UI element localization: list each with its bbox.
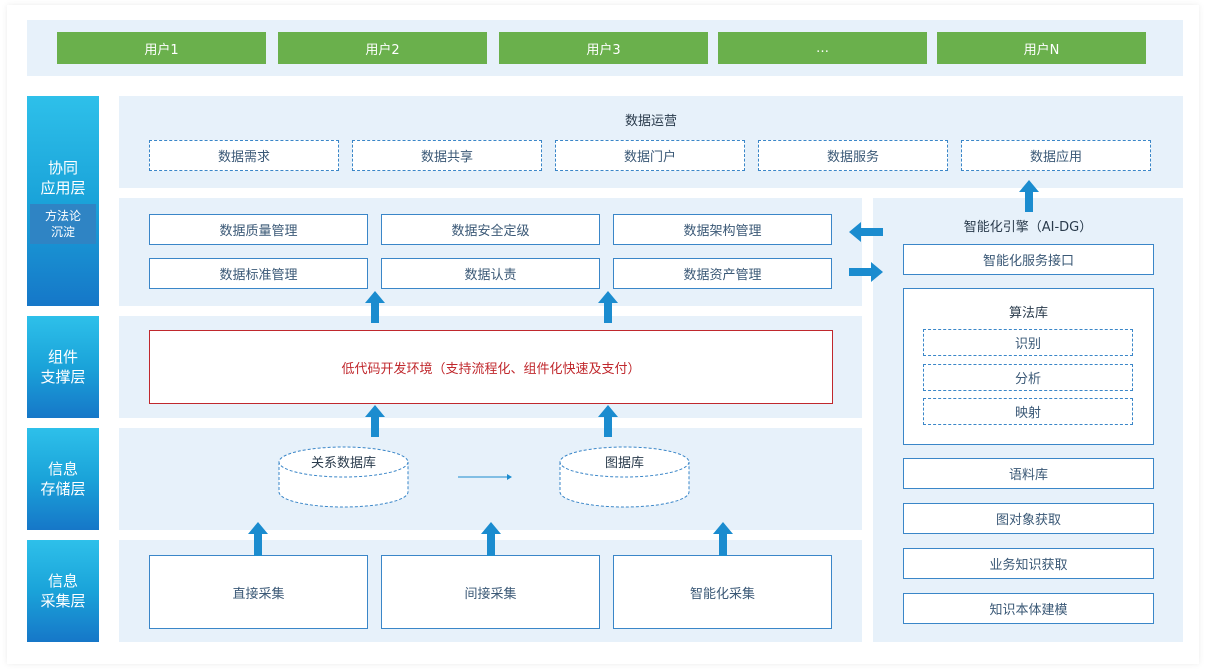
user-n-label: 用户N bbox=[1023, 42, 1060, 58]
layer-component: 组件 支撑层 bbox=[27, 316, 99, 418]
database-icon bbox=[559, 446, 690, 508]
user-1-label: 用户1 bbox=[144, 42, 179, 58]
mgmt-label: 数据质量管理 bbox=[219, 224, 298, 239]
corpus-library: 语料库 bbox=[903, 458, 1154, 489]
ontology-modeling: 知识本体建模 bbox=[903, 593, 1154, 624]
relational-db-label: 关系数据库 bbox=[310, 456, 376, 471]
mgmt-label: 数据架构管理 bbox=[683, 224, 762, 239]
corpus-label: 语料库 bbox=[1008, 468, 1048, 483]
algo-label: 识别 bbox=[1014, 337, 1041, 352]
arrow-up-icon bbox=[598, 291, 618, 323]
arrow-up-icon bbox=[481, 522, 501, 556]
algo-label: 分析 bbox=[1014, 372, 1041, 387]
database-icon bbox=[278, 446, 409, 508]
data-ops-item-label: 数据服务 bbox=[826, 150, 879, 165]
layer-storage: 信息 存储层 bbox=[27, 428, 99, 530]
algo-label: 映射 bbox=[1014, 406, 1041, 421]
arrow-up-icon bbox=[1019, 180, 1039, 212]
layer-collect-line2: 采集层 bbox=[40, 592, 86, 610]
layer-collect: 信息 采集层 bbox=[27, 540, 99, 642]
algo-map: 映射 bbox=[923, 398, 1133, 425]
collect-label: 直接采集 bbox=[232, 586, 285, 602]
graph-object-acquisition: 图对象获取 bbox=[903, 503, 1154, 534]
business-knowledge-acquisition: 业务知识获取 bbox=[903, 548, 1154, 579]
data-ops-item-label: 数据共享 bbox=[420, 150, 473, 165]
methodology-badge: 方法论 沉淀 bbox=[30, 204, 96, 244]
mgmt-label: 数据资产管理 bbox=[683, 268, 762, 283]
collect-indirect: 间接采集 bbox=[381, 555, 600, 629]
layer-component-line2: 支撑层 bbox=[40, 368, 86, 386]
user-ellipsis: … bbox=[718, 32, 927, 64]
arrow-up-icon bbox=[365, 405, 385, 437]
ontology-label: 知识本体建模 bbox=[989, 603, 1068, 618]
data-ops-item-share: 数据共享 bbox=[352, 140, 542, 171]
business-knowledge-label: 业务知识获取 bbox=[989, 558, 1068, 573]
data-ops-item-portal: 数据门户 bbox=[555, 140, 745, 171]
mgmt-standard: 数据标准管理 bbox=[149, 258, 368, 289]
arrow-up-icon bbox=[365, 291, 385, 323]
arrow-right-icon bbox=[849, 262, 883, 282]
graph-object-label: 图对象获取 bbox=[995, 513, 1061, 528]
collect-label: 间接采集 bbox=[464, 586, 517, 602]
mgmt-architecture: 数据架构管理 bbox=[613, 214, 832, 245]
graph-db-cylinder: 图据库 bbox=[559, 446, 690, 508]
layer-storage-line1: 信息 bbox=[47, 460, 78, 478]
relational-db-cylinder: 关系数据库 bbox=[278, 446, 409, 508]
mgmt-label: 数据安全定级 bbox=[451, 224, 530, 239]
mgmt-quality: 数据质量管理 bbox=[149, 214, 368, 245]
layer-app-line2: 应用层 bbox=[40, 179, 86, 197]
ai-service-interface: 智能化服务接口 bbox=[903, 244, 1154, 275]
data-ops-item-label: 数据需求 bbox=[217, 150, 270, 165]
data-ops-item-service: 数据服务 bbox=[758, 140, 948, 171]
algorithm-library-title: 算法库 bbox=[1008, 306, 1048, 321]
collect-direct: 直接采集 bbox=[149, 555, 368, 629]
layer-app-line1: 协同 bbox=[47, 159, 78, 177]
user-2-label: 用户2 bbox=[365, 42, 400, 58]
arrow-up-icon bbox=[713, 522, 733, 556]
lowcode-environment: 低代码开发环境（支持流程化、组件化快速及支付） bbox=[149, 330, 833, 404]
ai-engine-title: 智能化引擎（AI-DG） bbox=[963, 220, 1093, 235]
data-ops-item-label: 数据门户 bbox=[623, 150, 676, 165]
layer-component-line1: 组件 bbox=[47, 348, 78, 366]
user-3-label: 用户3 bbox=[586, 42, 621, 58]
collect-label: 智能化采集 bbox=[689, 586, 755, 602]
lowcode-label: 低代码开发环境（支持流程化、组件化快速及支付） bbox=[341, 361, 641, 377]
user-n: 用户N bbox=[937, 32, 1146, 64]
mgmt-accountability: 数据认责 bbox=[381, 258, 600, 289]
mgmt-label: 数据标准管理 bbox=[219, 268, 298, 283]
storage-flow-arrow-icon bbox=[458, 474, 512, 480]
data-ops-item-demand: 数据需求 bbox=[149, 140, 339, 171]
user-1: 用户1 bbox=[57, 32, 266, 64]
methodology-line1: 方法论 bbox=[44, 209, 81, 223]
data-ops-item-application: 数据应用 bbox=[961, 140, 1151, 171]
storage-panel bbox=[119, 428, 862, 530]
arrow-up-icon bbox=[598, 405, 618, 437]
algo-recognize: 识别 bbox=[923, 329, 1133, 356]
mgmt-label: 数据认责 bbox=[464, 268, 517, 283]
layer-collect-line1: 信息 bbox=[47, 572, 78, 590]
arrow-up-icon bbox=[248, 522, 268, 556]
algo-analyze: 分析 bbox=[923, 364, 1133, 391]
graph-db-label: 图据库 bbox=[604, 456, 644, 471]
data-ops-item-label: 数据应用 bbox=[1029, 150, 1082, 165]
mgmt-security: 数据安全定级 bbox=[381, 214, 600, 245]
arrow-left-icon bbox=[849, 222, 883, 242]
user-ellipsis-label: … bbox=[816, 40, 829, 56]
ai-service-label: 智能化服务接口 bbox=[982, 254, 1074, 269]
collect-intelligent: 智能化采集 bbox=[613, 555, 832, 629]
layer-app: 协同 应用层 方法论 沉淀 bbox=[27, 96, 99, 306]
methodology-line2: 沉淀 bbox=[50, 225, 75, 239]
data-ops-title: 数据运营 bbox=[624, 114, 677, 129]
mgmt-assets: 数据资产管理 bbox=[613, 258, 832, 289]
user-2: 用户2 bbox=[278, 32, 487, 64]
layer-storage-line2: 存储层 bbox=[40, 480, 86, 498]
user-3: 用户3 bbox=[499, 32, 708, 64]
